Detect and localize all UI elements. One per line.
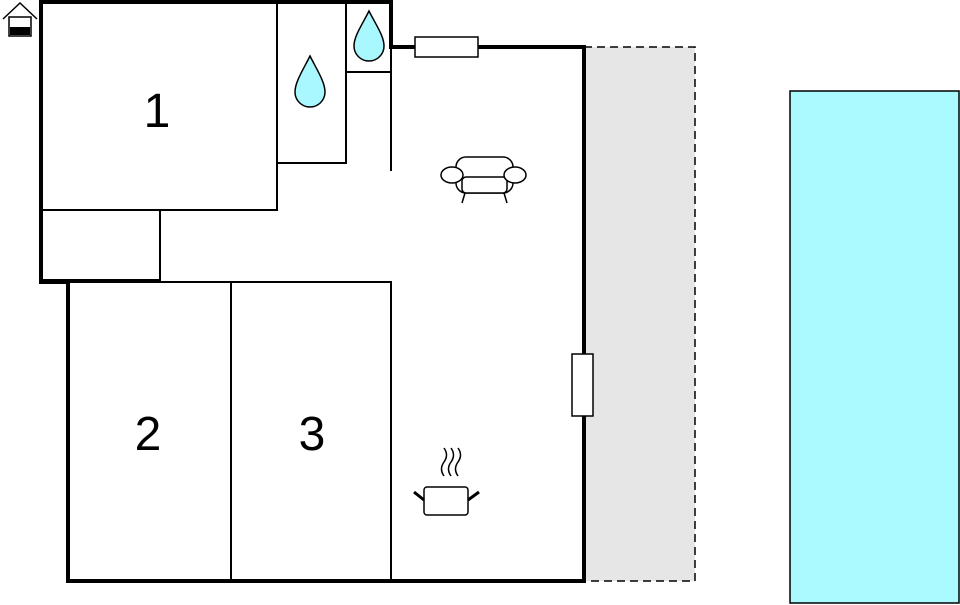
room-3-label: 3: [299, 408, 326, 461]
room-1-label: 1: [144, 85, 171, 138]
terrace-area: [583, 46, 696, 582]
armchair-icon: [440, 156, 527, 204]
swimming-pool: [789, 90, 960, 604]
interior-walls: [41, 2, 392, 581]
water-drop-icon: [294, 54, 326, 108]
cooking-pot-icon: [413, 447, 480, 516]
room-2-label: 2: [135, 408, 162, 461]
window-right: [571, 353, 594, 417]
window-top: [414, 36, 479, 58]
water-drop-icon: [353, 9, 385, 62]
outer-wall: [39, 0, 586, 583]
house-entrance-icon: [2, 1, 38, 37]
